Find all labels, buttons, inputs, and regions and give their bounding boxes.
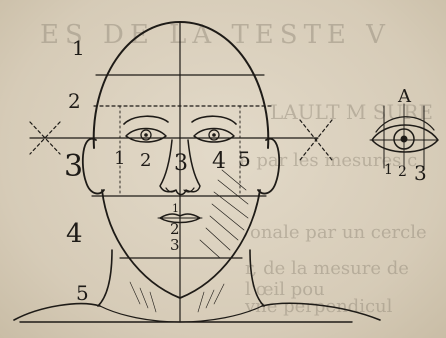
right-eyebrow [192, 116, 236, 124]
row-label-2: 2 [68, 89, 81, 113]
col-label-4: 4 [212, 149, 226, 174]
eye-diagram-num-1: 1 [384, 162, 393, 178]
col-label-2: 2 [140, 150, 151, 171]
row-label-1: 1 [72, 36, 85, 60]
col-label-5: 5 [238, 147, 251, 171]
eye-diagram-num-3: 3 [414, 161, 427, 185]
shoulders [14, 303, 380, 320]
eye-diagram [370, 104, 438, 170]
neck-left [98, 250, 112, 306]
neck-right [250, 250, 264, 306]
row-label-5: 5 [76, 281, 89, 305]
jaw-line [102, 190, 260, 298]
eye-diagram-letter: A [397, 86, 412, 107]
mouth-label-1: 1 [172, 202, 179, 215]
mouth-label-3: 3 [170, 236, 180, 254]
head-outline [94, 22, 269, 148]
col-label-1: 1 [114, 148, 125, 169]
row-label-4: 4 [66, 219, 83, 249]
collar-lines [100, 306, 262, 322]
col-label-3: 3 [174, 151, 188, 176]
eye-diagram-num-2: 2 [398, 164, 407, 180]
left-eyebrow [124, 116, 168, 124]
row-label-3: 3 [64, 149, 83, 184]
